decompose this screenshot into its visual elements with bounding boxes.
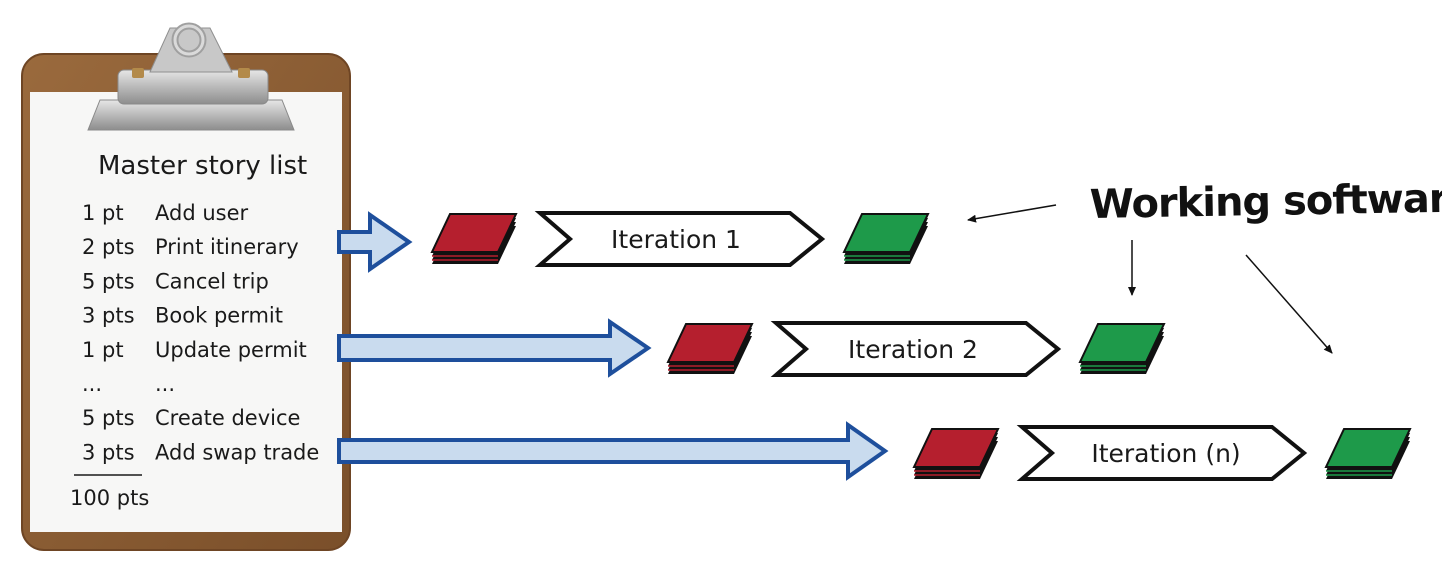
- stories-in-stack-icon: [430, 213, 518, 264]
- iteration-n-label: Iteration (n): [1091, 439, 1240, 468]
- story-name: Add user: [155, 201, 249, 225]
- story-points: 1 pt: [82, 201, 124, 225]
- stories-in-stack-icon: [666, 323, 754, 374]
- story-row: 5 pts Create device: [82, 406, 300, 430]
- stories-in-stack-icon: [912, 428, 1000, 479]
- working-software-annotation: Working software: [967, 175, 1442, 354]
- story-name: Cancel trip: [155, 269, 269, 293]
- story-name: Book permit: [155, 304, 283, 328]
- working-software-label: Working software: [1089, 175, 1442, 228]
- story-row: 5 pts Cancel trip: [82, 269, 269, 293]
- story-points: 5 pts: [82, 269, 135, 293]
- story-name: Add swap trade: [155, 440, 319, 464]
- story-row: 2 pts Print itinerary: [82, 235, 299, 259]
- story-points: ...: [82, 372, 102, 396]
- clipboard: Master story list 1 pt Add user 2 pts Print…: [21, 22, 351, 551]
- flow-arrow-2: [337, 318, 652, 378]
- story-name: Print itinerary: [155, 235, 299, 259]
- flow-arrow-1: [337, 211, 413, 273]
- story-points: 2 pts: [82, 235, 135, 259]
- iteration-2-chevron: Iteration 2: [770, 321, 1062, 377]
- iteration-row-2: Iteration 2: [666, 321, 1166, 377]
- pointer-arrow-row-1: [967, 204, 1057, 223]
- story-row: ......: [82, 372, 175, 396]
- story-row: 3 pts Book permit: [82, 304, 283, 328]
- working-software-stack-icon: [842, 213, 930, 264]
- clipboard-paper: [30, 92, 342, 532]
- story-list: 1 pt Add user 2 pts Print itinerary 5 pts Can…: [82, 201, 319, 464]
- iteration-1-label: Iteration 1: [611, 225, 741, 254]
- story-name: ...: [155, 372, 175, 396]
- story-row: 3 pts Add swap trade: [82, 440, 319, 464]
- iteration-2-label: Iteration 2: [848, 335, 978, 364]
- story-name: Create device: [155, 406, 300, 430]
- story-name: Update permit: [155, 338, 307, 362]
- iteration-row-n: Iteration (n): [912, 425, 1412, 481]
- working-software-stack-icon: [1078, 323, 1166, 374]
- total-points: 100 pts: [70, 486, 149, 510]
- iteration-1-chevron: Iteration 1: [534, 211, 826, 267]
- clipboard-clip: [87, 22, 295, 131]
- flow-arrow-3: [337, 421, 889, 481]
- story-row: 1 pt Update permit: [82, 338, 307, 362]
- story-points: 5 pts: [82, 406, 135, 430]
- story-points: 3 pts: [82, 304, 135, 328]
- story-row: 1 pt Add user: [82, 201, 249, 225]
- pointer-arrow-row-n: [1245, 254, 1333, 354]
- iteration-n-chevron: Iteration (n): [1016, 425, 1308, 481]
- story-points: 1 pt: [82, 338, 124, 362]
- working-software-stack-icon: [1324, 428, 1412, 479]
- story-points: 3 pts: [82, 440, 135, 464]
- iteration-row-1: Iteration 1: [430, 211, 930, 267]
- story-list-title: Master story list: [98, 151, 307, 181]
